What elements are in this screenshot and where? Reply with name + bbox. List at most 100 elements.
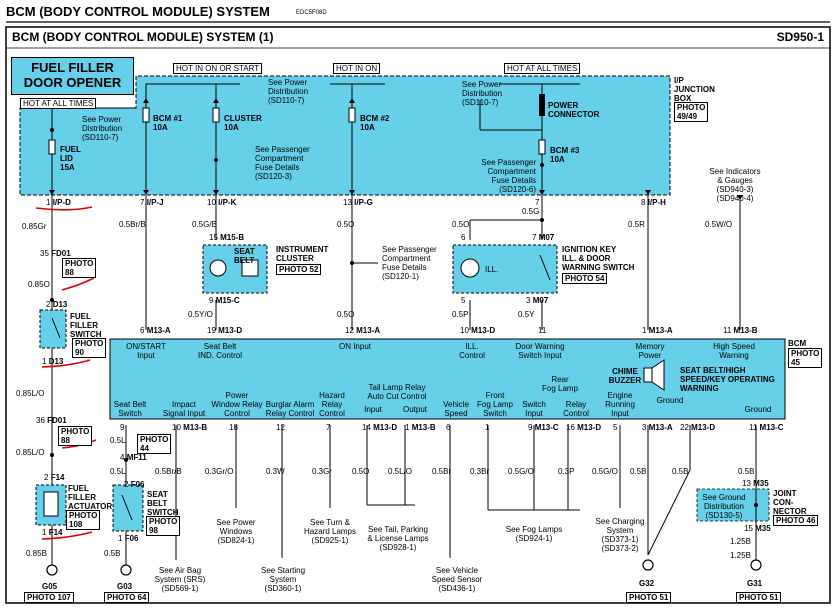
ign-pin-a: 6	[461, 233, 466, 242]
wire-label: 0.5L	[110, 436, 126, 445]
header-title: BCM (BODY CONTROL MODULE) SYSTEM	[6, 4, 270, 19]
wire-label: 0.5L/O	[388, 467, 413, 476]
ground-g31: G31	[747, 579, 763, 588]
ground-g32: G32	[639, 579, 655, 588]
wire-label: 0.5Br/B	[119, 220, 146, 229]
bcm-bottom-pin: 6	[446, 423, 451, 432]
hot-label-on-or-start: HOT IN ON OR START	[173, 63, 263, 74]
bcm-bottom-pin: 14 M13-D	[362, 423, 398, 432]
ground-g32-photo: PHOTO 51	[626, 592, 672, 603]
wire-label: 0.85B	[26, 549, 47, 558]
header-code: EDC5F08D	[296, 10, 327, 16]
wire-label: 0.5B	[630, 467, 647, 476]
bcm-top-label: ILL.Control	[459, 342, 485, 360]
ground-g31-photo: PHOTO 51	[736, 592, 782, 603]
sheet-title: BCM (BODY CONTROL MODULE) SYSTEM (1)	[12, 30, 274, 44]
wire-label: 0.3Gr	[312, 467, 333, 476]
wire-label: 0.5G/O	[592, 467, 618, 476]
wire-label: 0.5Y/O	[188, 310, 213, 319]
wire-label: 1.25B	[730, 551, 751, 560]
hot-label-all-times-right: HOT AT ALL TIMES	[504, 63, 581, 74]
actuator-top-pin: 2 F14	[44, 473, 65, 482]
bcm-top-pin: 1 M13-A	[642, 326, 673, 335]
ground-g05: G05	[42, 582, 58, 591]
wire-label: 0.85L/O	[16, 448, 45, 457]
wire-label: 0.3Br	[470, 467, 490, 476]
wire-label: 0.5O	[352, 467, 370, 476]
bcm-bottom-pin: 5	[613, 423, 618, 432]
instrument-cluster-photo: PHOTO 52	[276, 264, 322, 275]
bcm-bottom-label: Output	[402, 405, 427, 414]
bcm-bottom-label: Ground	[744, 405, 772, 414]
bcm-bottom-pin: 3 M13-A	[642, 423, 673, 432]
wire-label: 0.5Br	[432, 467, 452, 476]
wire-label: 0.5G	[522, 207, 540, 216]
bcm-top-pin: 10 M13-D	[460, 326, 496, 335]
bcm-bottom-pin: 1	[485, 423, 490, 432]
wire-label: 0.5B	[672, 467, 689, 476]
bcm-bottom-pin: 10 M13-B	[172, 423, 208, 432]
ref-turn-hazard: See Turn &Hazard Lamps(SD925-1)	[303, 518, 357, 545]
wire-label: 1.25B	[730, 537, 751, 546]
indicators-note: See Indicators& Gauges(SD940-3)(SD940-4)	[709, 167, 761, 203]
wire-label: 0.5O	[337, 310, 355, 319]
bcm-top-pin: 11 M13-B	[723, 326, 758, 335]
wire-label: 0.5G/O	[508, 467, 534, 476]
wire-label: 0.5B	[104, 549, 121, 558]
ground-g03-photo: PHOTO 64	[104, 592, 150, 603]
bcm-bottom-pin: 12	[276, 423, 285, 432]
wire-label: 0.5O	[337, 220, 355, 229]
bcm-bottom-pin: 18	[229, 423, 238, 432]
wire-label: 0.5W/O	[705, 220, 733, 229]
hot-label-all-times-left: HOT AT ALL TIMES	[20, 98, 97, 109]
bcm-label: BCM	[788, 339, 807, 348]
function-badge-line1: FUEL FILLER	[31, 60, 114, 75]
wire-label: 0.5Br/B	[155, 467, 182, 476]
ground-group: Ground	[656, 396, 684, 405]
bcm-top-pin: 6 M13-A	[140, 326, 171, 335]
ground-g03: G03	[117, 582, 133, 591]
wire-label: 0.5L	[110, 467, 126, 476]
wire-label: 0.5P	[452, 310, 469, 319]
actuator-bot-pin: 1 F14	[42, 528, 63, 537]
fd01-top-pin: 35 FD01	[40, 249, 71, 258]
ipd-pin-2: 7 I/P-J	[140, 198, 164, 207]
ipd-pin-1: 1 I/P-D	[46, 198, 71, 207]
ign-pin-d: 3 M07	[526, 296, 549, 305]
